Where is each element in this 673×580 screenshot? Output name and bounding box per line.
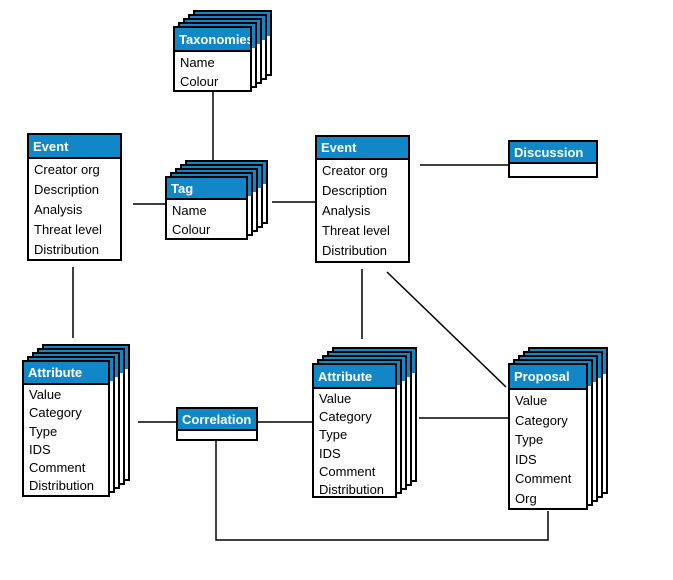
entity-card: Proposal Value Category Type IDS Comment… [508, 363, 588, 510]
entity-correlation: Correlation [176, 407, 258, 441]
field-row: Distribution [34, 242, 100, 257]
field-row: Description [34, 182, 100, 197]
field-row: Comment [29, 460, 86, 476]
connector-eventcenter-proposal [386, 271, 507, 388]
field-row: Comment [319, 463, 376, 479]
entity-event-center: Event Creator org Description Analysis T… [315, 135, 410, 263]
entity-tag: Tag Name Colour [165, 160, 268, 240]
field-row: Org [515, 490, 537, 506]
field-row: Type [515, 432, 544, 448]
entity-fields: Value Category Type IDS Comment Distribu… [24, 385, 108, 496]
entity-card: Tag Name Colour [165, 176, 248, 240]
field-row: Colour [172, 222, 211, 237]
field-row: Distribution [322, 243, 388, 258]
entity-attribute-center: Attribute Value Category Type IDS Commen… [312, 347, 417, 498]
entity-title: Discussion [510, 142, 596, 164]
field-row: Description [322, 183, 388, 198]
entity-event-left: Event Creator org Description Analysis T… [27, 133, 122, 261]
entity-card: Correlation [176, 407, 258, 441]
field-row: Creator org [322, 163, 388, 178]
entity-fields: Name Colour [167, 200, 246, 239]
entity-card: Discussion [508, 140, 598, 178]
connector-correlation-proposal [215, 441, 549, 541]
field-row: Name [180, 55, 215, 70]
field-row: Name [172, 203, 207, 218]
field-row: Value [319, 391, 352, 406]
field-row: Distribution [319, 482, 385, 498]
field-row: Threat level [34, 222, 102, 237]
entity-fields [510, 164, 596, 165]
entity-fields [178, 431, 256, 432]
entity-card: Attribute Value Category Type IDS Commen… [22, 360, 110, 497]
entity-fields: Creator org Description Analysis Threat … [317, 160, 408, 261]
entity-card: Event Creator org Description Analysis T… [315, 135, 410, 263]
entity-title: Tag [167, 178, 246, 200]
field-row: Creator org [34, 162, 100, 177]
entity-title: Correlation [178, 409, 256, 431]
field-row: IDS [29, 441, 51, 457]
field-row: Category [515, 412, 568, 428]
entity-title: Event [29, 135, 120, 159]
field-row: Value [515, 393, 548, 408]
field-row: Category [29, 405, 82, 421]
entity-discussion: Discussion [508, 140, 598, 178]
entity-proposal: Proposal Value Category Type IDS Comment… [508, 347, 608, 510]
field-row: Threat level [322, 223, 390, 238]
field-row: Type [29, 423, 58, 439]
entity-attribute-left: Attribute Value Category Type IDS Commen… [22, 344, 130, 497]
field-row: Category [319, 409, 372, 425]
entity-title: Event [317, 137, 408, 160]
entity-title: Taxonomies [175, 28, 250, 52]
field-row: Distribution [29, 478, 95, 494]
field-row: Value [29, 387, 62, 402]
entity-taxonomies: Taxonomies Name Colour [173, 10, 272, 92]
field-row: IDS [319, 445, 341, 461]
entity-fields: Value Category Type IDS Comment Distribu… [314, 389, 395, 499]
entity-card: Event Creator org Description Analysis T… [27, 133, 122, 261]
entity-title: Attribute [24, 362, 108, 385]
entity-title: Proposal [510, 365, 586, 390]
field-row: Colour [180, 74, 219, 89]
entity-card: Taxonomies Name Colour [173, 26, 252, 92]
field-row: Analysis [322, 203, 371, 218]
entity-fields: Creator org Description Analysis Threat … [29, 159, 120, 260]
entity-card: Attribute Value Category Type IDS Commen… [312, 363, 397, 498]
field-row: Analysis [34, 202, 83, 217]
entity-title: Attribute [314, 365, 395, 389]
field-row: Type [319, 427, 348, 443]
field-row: Comment [515, 471, 572, 487]
entity-fields: Value Category Type IDS Comment Org [510, 390, 586, 509]
entity-fields: Name Colour [175, 52, 250, 91]
field-row: IDS [515, 451, 537, 467]
